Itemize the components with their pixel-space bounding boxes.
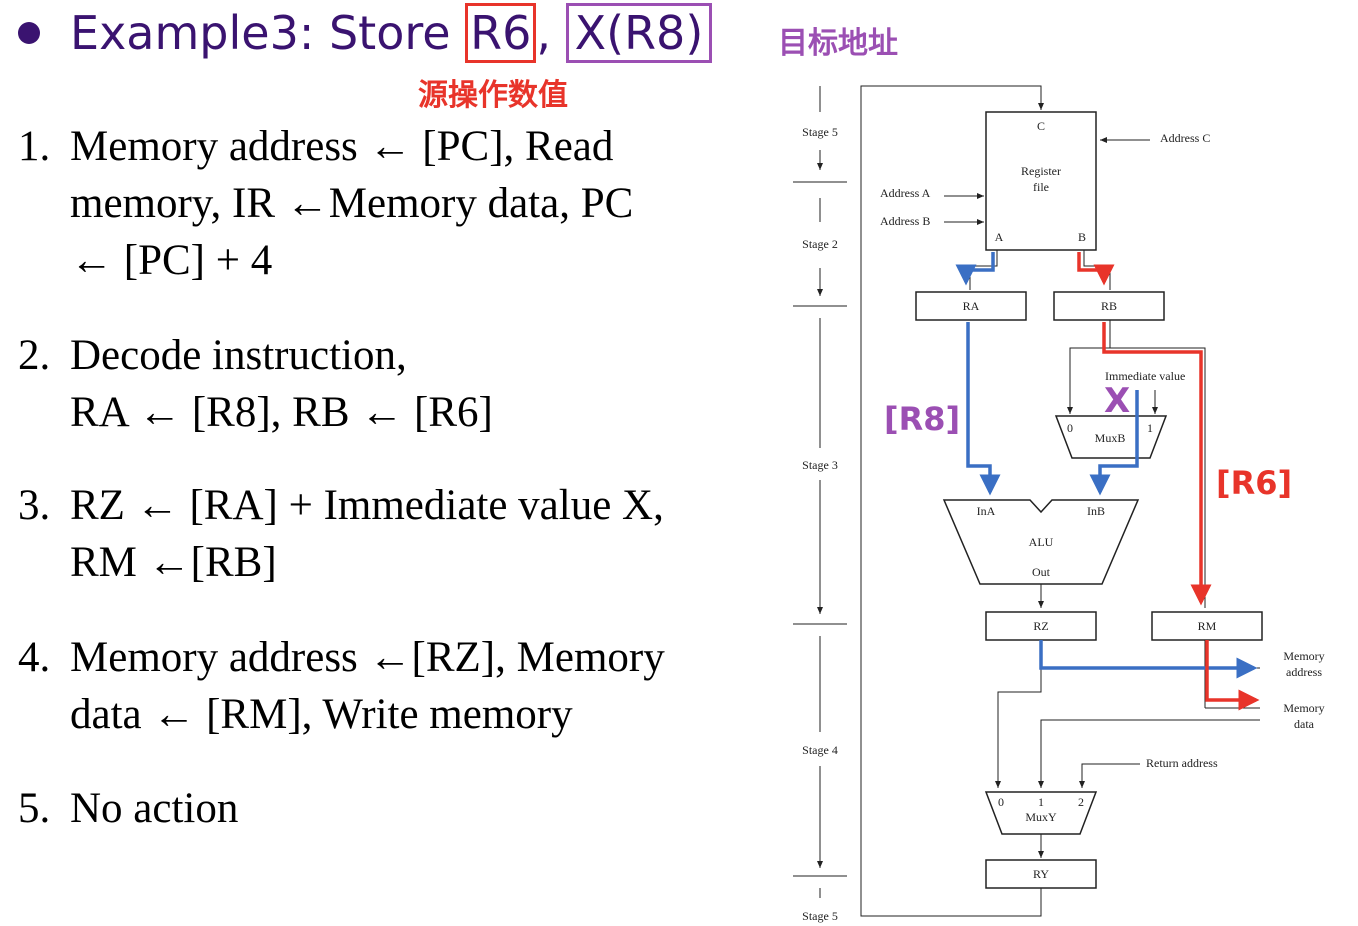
step-line: RZ ← [RA] + Immediate value X, — [70, 482, 664, 529]
step-line: Memory address ← [PC], Read — [70, 123, 614, 170]
stage-label: Stage 2 — [802, 237, 838, 251]
stage-label: Stage 5 — [802, 909, 838, 923]
muxy — [984, 791, 1098, 835]
rz-label: RZ — [1033, 619, 1048, 633]
register-rm — [1151, 611, 1263, 641]
memory-data-label: data — [1294, 717, 1315, 731]
slide-title: Example3: Store R6, X(R8) — [0, 0, 760, 80]
r6-data-path — [1077, 252, 1260, 711]
return-address-label: Return address — [1146, 756, 1218, 770]
step-line: No action — [70, 785, 239, 832]
register-file-label: Register — [1021, 164, 1061, 178]
alu-input-a: InA — [977, 504, 996, 518]
step-number: 4. — [18, 634, 51, 681]
step-line: Memory address ←[RZ], Memory — [70, 634, 665, 681]
memory-data-label: Memory — [1283, 701, 1324, 715]
rm-label: RM — [1198, 619, 1217, 633]
step-number: 3. — [18, 482, 51, 529]
muxb-label: MuxB — [1095, 431, 1126, 445]
register-rb — [1053, 291, 1165, 321]
stage-label: Stage 4 — [802, 743, 838, 757]
stage-label: Stage 3 — [802, 458, 838, 472]
title-destination: X(R8) — [565, 3, 713, 63]
muxb-input-0: 0 — [1067, 421, 1073, 435]
port-b-label: B — [1078, 230, 1086, 244]
alu — [942, 499, 1140, 585]
title-separator: , — [536, 6, 552, 60]
x-label: X — [1104, 381, 1130, 421]
step-line: RM ←[RB] — [70, 539, 277, 586]
immediate-value-label: Immediate value — [1105, 369, 1185, 383]
step-number: 1. — [18, 123, 51, 170]
register-ry — [985, 859, 1097, 889]
port-a-label: A — [995, 230, 1004, 244]
title-text: Example3: Store R6, X(R8) — [70, 3, 713, 63]
address-a-label: Address A — [880, 186, 931, 200]
step-line: RA ← [R8], RB ← [R6] — [70, 389, 493, 436]
step-line: data ← [RM], Write memory — [70, 691, 573, 738]
muxy-label: MuxY — [1025, 810, 1057, 824]
ra-label: RA — [963, 299, 980, 313]
destination-address-annotation: 目标地址 — [778, 26, 898, 61]
alu-input-b: InB — [1087, 504, 1105, 518]
address-c-label: Address C — [1160, 131, 1210, 145]
step-number: 2. — [18, 332, 51, 379]
step-line: memory, IR ←Memory data, PC — [70, 180, 634, 227]
step-line: Decode instruction, — [70, 332, 407, 379]
register-rz — [985, 611, 1097, 641]
muxy-input-1: 1 — [1038, 795, 1044, 809]
rb-label: RB — [1101, 299, 1117, 313]
stage-label: Stage 5 — [802, 125, 838, 139]
address-b-label: Address B — [880, 214, 930, 228]
bullet-icon — [18, 22, 40, 44]
muxb-input-1: 1 — [1147, 421, 1153, 435]
alu-label: ALU — [1029, 535, 1054, 549]
r6-label: [R6] — [1216, 464, 1292, 502]
memory-address-label: Memory — [1283, 649, 1324, 663]
r8-label: [R8] — [884, 400, 960, 438]
muxy-input-2: 2 — [1078, 795, 1084, 809]
title-prefix: Example3: Store — [70, 6, 466, 60]
port-c-label: C — [1037, 119, 1045, 133]
register-file-label: file — [1033, 180, 1049, 194]
title-src-register: R6 — [465, 3, 537, 63]
memory-address-label: address — [1286, 665, 1322, 679]
step-number: 5. — [18, 785, 51, 832]
datapath-diagram: Stage 5 Stage 2 Stage 3 Stage 4 Stage 5 — [793, 85, 1325, 923]
muxy-input-0: 0 — [998, 795, 1004, 809]
register-file — [985, 111, 1097, 251]
alu-output: Out — [1032, 565, 1051, 579]
register-ra — [915, 291, 1027, 321]
r8-address-path — [955, 252, 1258, 679]
ry-label: RY — [1033, 867, 1049, 881]
source-operand-annotation: 源操作数值 — [418, 78, 568, 113]
step-line: ← [PC] + 4 — [70, 237, 273, 284]
stage-ruler — [793, 86, 847, 898]
